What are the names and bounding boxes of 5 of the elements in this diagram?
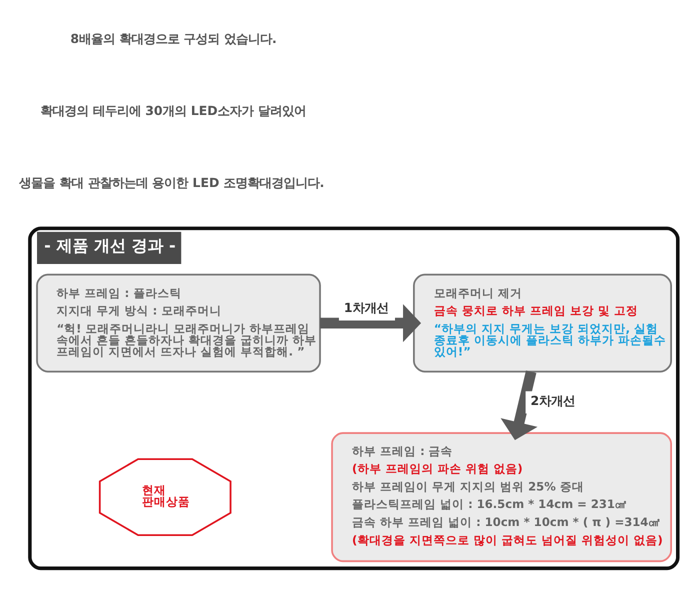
label: 8배율의 확대경으로 구성되 었습니다. — [70, 30, 277, 46]
edge-label: 1차개선 — [344, 300, 388, 315]
label: 생물을 확대 관찰하는데 용이한 LED 조명확대경입니다. — [19, 174, 324, 190]
label: 확대경의 테두리에 30개의 LED소자가 달려있어 — [40, 102, 306, 118]
edge-label: 2차개선 — [530, 392, 576, 408]
